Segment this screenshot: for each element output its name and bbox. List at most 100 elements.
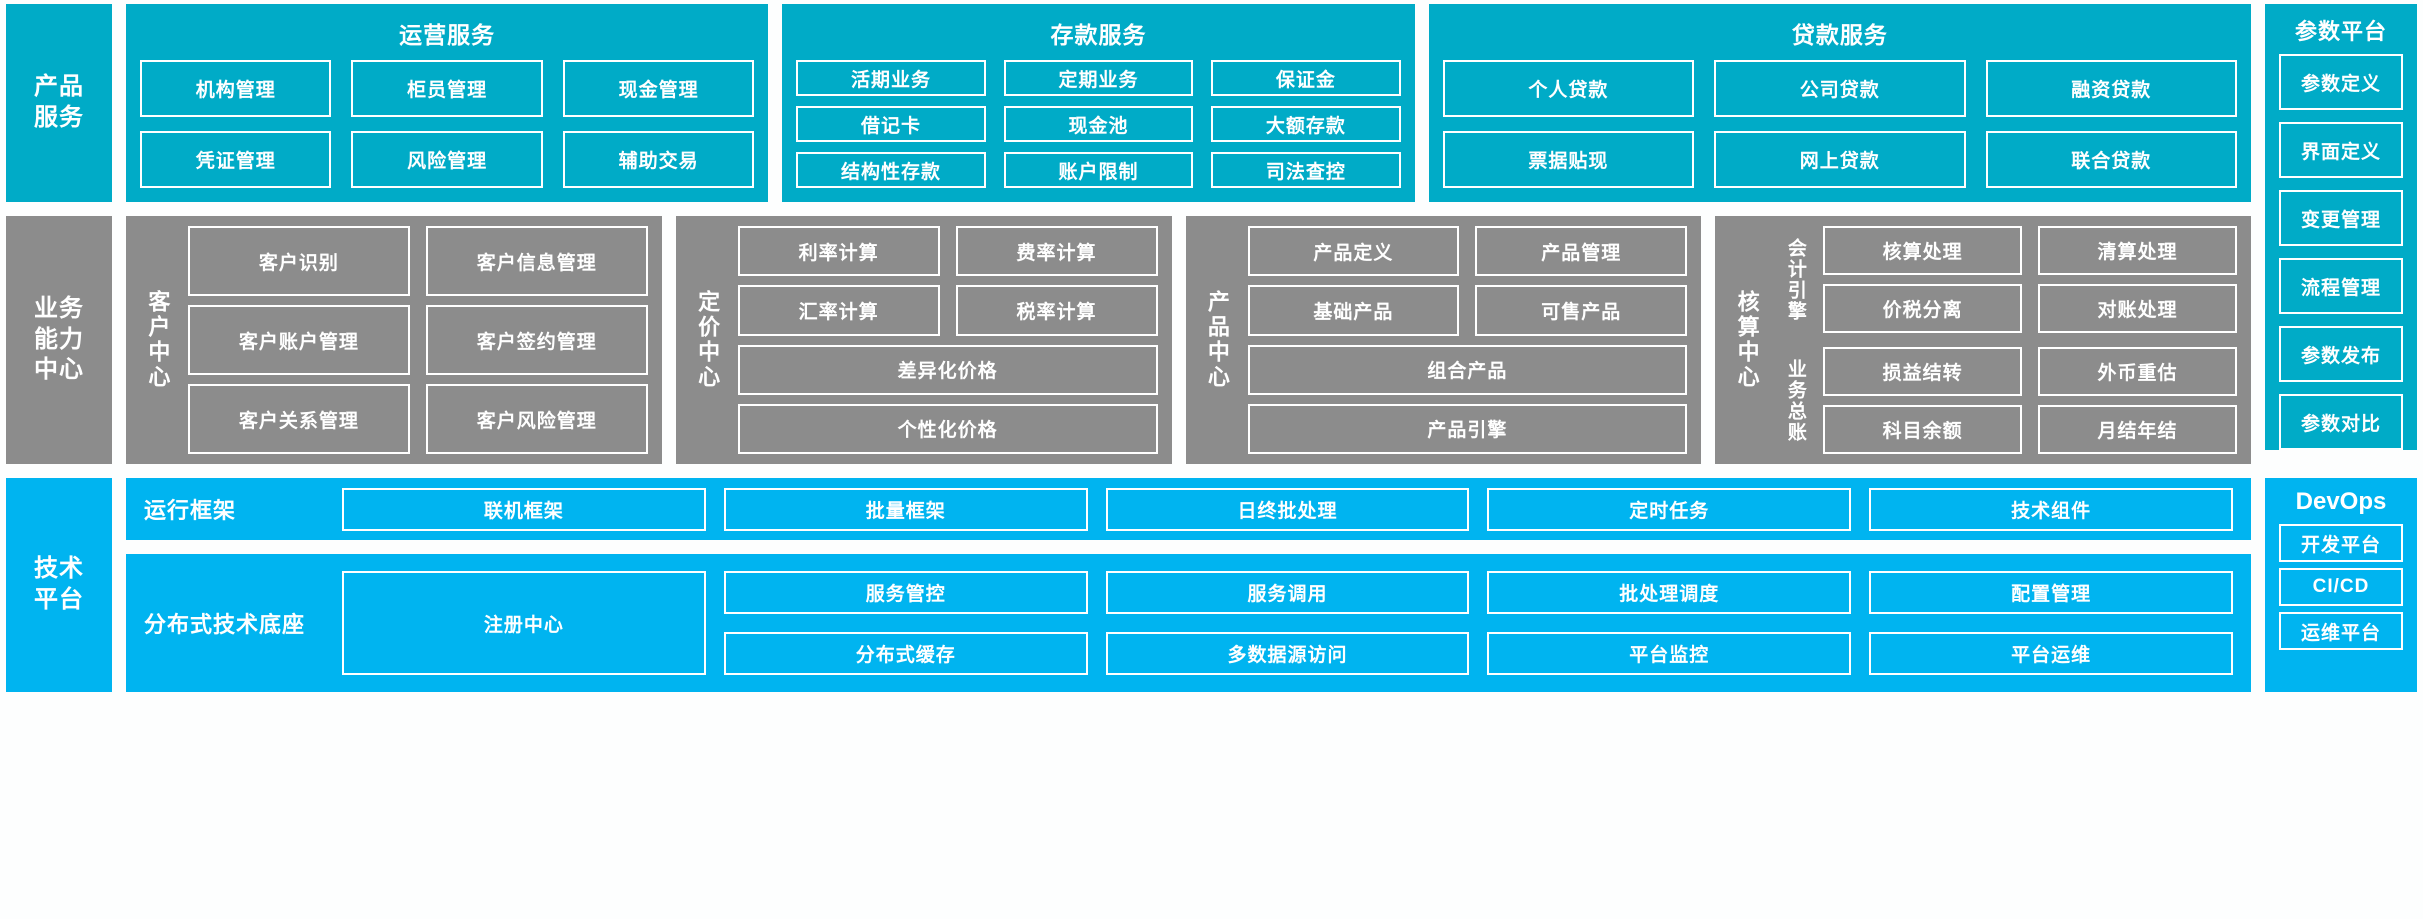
service-item[interactable]: 机构管理 [140, 60, 332, 117]
tech-item[interactable]: 服务管控 [723, 571, 1088, 614]
center-row: 利率计算 费率计算 [737, 226, 1158, 277]
service-item[interactable]: 定期业务 [1003, 60, 1194, 96]
column-devops: DevOps 开发平台 CI/CD 运维平台 [2265, 478, 2417, 692]
service-item[interactable]: 现金池 [1003, 106, 1194, 142]
tech-item[interactable]: 批量框架 [723, 487, 1088, 531]
service-item[interactable]: 凭证管理 [140, 131, 332, 188]
capability-item[interactable]: 客户关系管理 [188, 384, 410, 454]
tech-item[interactable]: 多数据源访问 [1105, 632, 1470, 675]
service-item[interactable]: 结构性存款 [796, 152, 986, 188]
tech-item[interactable]: 批处理调度 [1487, 571, 1852, 614]
capability-item[interactable]: 月结年结 [2038, 405, 2237, 454]
service-item[interactable]: 个人贷款 [1442, 60, 1695, 117]
capability-item-wide[interactable]: 组合产品 [1247, 344, 1688, 395]
devops-item[interactable]: 开发平台 [2279, 524, 2403, 562]
capability-item[interactable]: 客户风险管理 [425, 384, 648, 454]
tech-item-registry[interactable]: 注册中心 [342, 571, 706, 675]
devops-list: 开发平台 CI/CD 运维平台 [2265, 524, 2417, 658]
capability-item[interactable]: 外币重估 [2038, 347, 2237, 396]
service-item[interactable]: 大额存款 [1211, 106, 1401, 142]
subgroup-accounting-engine: 会计引擎 核算处理 清算处理 价税分离 对账处理 [1777, 226, 2237, 333]
capability-item-wide[interactable]: 个性化价格 [737, 403, 1158, 454]
capability-item[interactable]: 客户账户管理 [188, 305, 410, 375]
subgroup-body-general-ledger: 损益结转 外币重估 科目余额 月结年结 [1823, 347, 2237, 454]
center-row: 客户账户管理 客户签约管理 [188, 305, 648, 375]
service-item[interactable]: 融资贷款 [1985, 60, 2237, 117]
center-body-product: 产品定义 产品管理 基础产品 可售产品 组合产品 产品引擎 [1247, 226, 1688, 454]
center-row: 汇率计算 税率计算 [737, 285, 1158, 336]
group-grid-operation-services: 机构管理 柜员管理 现金管理 凭证管理 风险管理 辅助交易 [140, 60, 755, 188]
capability-item[interactable]: 核算处理 [1823, 226, 2023, 275]
parameter-platform-item[interactable]: 变更管理 [2278, 190, 2403, 246]
parameter-platform-item[interactable]: 参数定义 [2278, 54, 2403, 110]
service-item[interactable]: 现金管理 [562, 60, 755, 117]
subgroup-label-accounting-engine: 会计引擎 [1784, 237, 1806, 322]
tech-item[interactable]: 平台运维 [1869, 632, 2233, 675]
service-item[interactable]: 账户限制 [1003, 152, 1194, 188]
service-item[interactable]: 公司贷款 [1714, 60, 1966, 117]
tech-item[interactable]: 日终批处理 [1105, 487, 1470, 531]
tech-item[interactable]: 平台监控 [1487, 632, 1852, 675]
center-row: 产品引擎 [1247, 403, 1688, 454]
parameter-platform-item[interactable]: 流程管理 [2278, 258, 2403, 314]
center-row: 组合产品 [1247, 344, 1688, 395]
rail-technical-platform: 技术平台 [6, 478, 112, 692]
tech-item[interactable]: 技术组件 [1869, 487, 2233, 531]
capability-item[interactable]: 可售产品 [1475, 285, 1688, 336]
tech-item[interactable]: 分布式缓存 [723, 632, 1088, 675]
layer-product-services: 产品服务 运营服务 机构管理 柜员管理 现金管理 凭证管理 风险管理 辅助交易 … [0, 4, 2423, 450]
tech-item[interactable]: 联机框架 [342, 487, 706, 531]
service-item[interactable]: 风险管理 [351, 131, 543, 188]
parameter-platform-item[interactable]: 参数对比 [2278, 394, 2403, 450]
group-grid-loan-services: 个人贷款 公司贷款 融资贷款 票据贴现 网上贷款 联合贷款 [1442, 60, 2237, 188]
center-body-pricing: 利率计算 费率计算 汇率计算 税率计算 差异化价格 个性化价格 [737, 226, 1158, 454]
service-item[interactable]: 借记卡 [796, 106, 986, 142]
center-row: 损益结转 外币重估 [1823, 347, 2237, 396]
devops-item[interactable]: CI/CD [2279, 568, 2403, 606]
service-item[interactable]: 柜员管理 [351, 60, 543, 117]
capability-item[interactable]: 科目余额 [1823, 405, 2023, 454]
capability-item[interactable]: 产品定义 [1247, 226, 1460, 277]
capability-item[interactable]: 清算处理 [2038, 226, 2237, 275]
capability-item[interactable]: 产品管理 [1475, 226, 1688, 277]
center-accounting: 核算中心 会计引擎 核算处理 清算处理 价税分离 对账处理 [1715, 216, 2251, 464]
capability-item[interactable]: 汇率计算 [737, 285, 940, 336]
service-item[interactable]: 辅助交易 [562, 131, 755, 188]
devops-item[interactable]: 运维平台 [2279, 612, 2403, 650]
tech-item[interactable]: 定时任务 [1487, 487, 1852, 531]
tech-row-runtime-framework: 运行框架 联机框架 批量框架 日终批处理 定时任务 技术组件 [126, 478, 2251, 540]
capability-item[interactable]: 对账处理 [2038, 284, 2237, 333]
rail-business-capability: 业务能力中心 [6, 216, 112, 464]
center-label-pricing: 定价中心 [695, 290, 721, 390]
group-grid-deposit-services: 活期业务 定期业务 保证金 借记卡 现金池 大额存款 结构性存款 账户限制 司法… [796, 60, 1401, 188]
rail-product-services: 产品服务 [6, 4, 112, 202]
layer-business-capability: 业务能力中心 客户中心 客户识别 客户信息管理 客户账户管理 客户签约管理 客户… [0, 216, 2423, 464]
service-item[interactable]: 网上贷款 [1714, 131, 1966, 188]
capability-item[interactable]: 税率计算 [955, 285, 1158, 336]
tech-item[interactable]: 服务调用 [1105, 571, 1470, 614]
service-item[interactable]: 活期业务 [796, 60, 986, 96]
capability-item[interactable]: 价税分离 [1823, 284, 2023, 333]
capability-item[interactable]: 利率计算 [737, 226, 940, 277]
service-item[interactable]: 司法查控 [1211, 152, 1401, 188]
capability-item[interactable]: 客户信息管理 [425, 226, 648, 296]
service-item[interactable]: 联合贷款 [1985, 131, 2237, 188]
center-product: 产品中心 产品定义 产品管理 基础产品 可售产品 组合产品 产品引擎 [1185, 216, 1702, 464]
capability-item-wide[interactable]: 差异化价格 [737, 344, 1158, 395]
service-item[interactable]: 票据贴现 [1442, 131, 1695, 188]
capability-item[interactable]: 费率计算 [955, 226, 1158, 277]
parameter-platform-item[interactable]: 参数发布 [2278, 326, 2403, 382]
technical-platform-body: 运行框架 联机框架 批量框架 日终批处理 定时任务 技术组件 分布式技术底座 注… [126, 478, 2251, 692]
capability-item[interactable]: 客户识别 [188, 226, 410, 296]
capability-item[interactable]: 损益结转 [1823, 347, 2023, 396]
capability-item[interactable]: 基础产品 [1247, 285, 1460, 336]
rail-label-business-capability: 业务能力中心 [34, 294, 84, 384]
center-customer: 客户中心 客户识别 客户信息管理 客户账户管理 客户签约管理 客户关系管理 客户… [126, 216, 662, 464]
parameter-platform-item[interactable]: 界面定义 [2278, 122, 2403, 178]
capability-item[interactable]: 客户签约管理 [425, 305, 648, 375]
capability-item-wide[interactable]: 产品引擎 [1247, 403, 1688, 454]
center-row: 客户识别 客户信息管理 [188, 226, 648, 296]
service-item[interactable]: 保证金 [1211, 60, 1401, 96]
tech-item[interactable]: 配置管理 [1869, 571, 2233, 614]
center-row: 客户关系管理 客户风险管理 [188, 384, 648, 454]
